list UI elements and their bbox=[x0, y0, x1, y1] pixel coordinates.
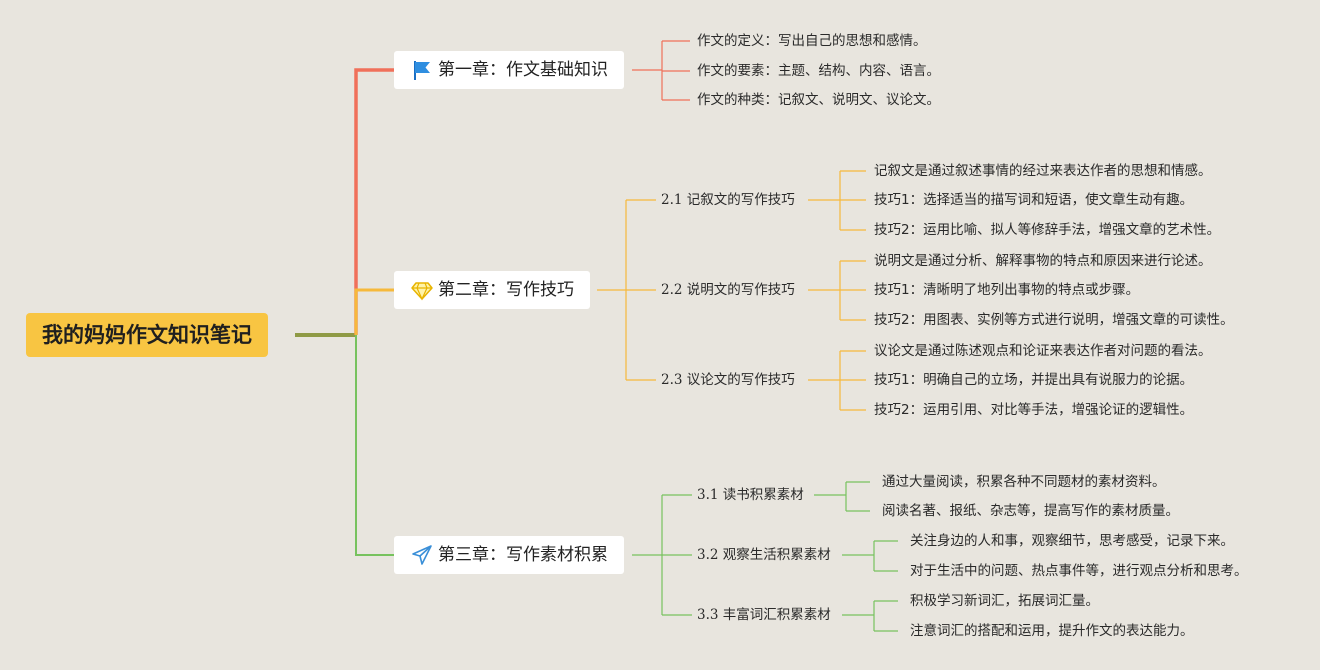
chapter1-leaf-connectors bbox=[632, 40, 690, 101]
sub-2-2-leaf-2[interactable]: 技巧1：清晰明了地列出事物的特点或步骤。 bbox=[874, 282, 1140, 298]
chapter-1-leaf-2[interactable]: 作文的要素：主题、结构、内容、语言。 bbox=[697, 63, 940, 79]
sub-2-1-topic[interactable]: 2.1 记叙文的写作技巧 bbox=[661, 192, 795, 208]
sub-3-1-leaf-2[interactable]: 阅读名著、报纸、杂志等，提高写作的素材质量。 bbox=[882, 503, 1179, 519]
chapter-1-leaf-1[interactable]: 作文的定义：写出自己的思想和感情。 bbox=[697, 33, 927, 49]
sub-2-1-leaf-2[interactable]: 技巧1：选择适当的描写词和短语，使文章生动有趣。 bbox=[874, 192, 1194, 208]
chapter-2-topic[interactable]: 第二章：写作技巧 bbox=[394, 271, 590, 309]
sub-3-3-topic[interactable]: 3.3 丰富词汇积累素材 bbox=[697, 607, 831, 623]
diamond-icon bbox=[411, 279, 433, 301]
chapter-1-leaf-3[interactable]: 作文的种类：记叙文、说明文、议论文。 bbox=[697, 92, 940, 108]
chapter1-connector bbox=[354, 68, 394, 335]
chapter-1-title: 第一章：作文基础知识 bbox=[438, 60, 608, 80]
sub-2-3-leaf-3[interactable]: 技巧2：运用引用、对比等手法，增强论证的逻辑性。 bbox=[874, 402, 1194, 418]
sub-2-2-topic[interactable]: 2.2 说明文的写作技巧 bbox=[661, 282, 795, 298]
chapter2-leaf-connectors bbox=[808, 170, 866, 411]
sub-3-2-leaf-2[interactable]: 对于生活中的问题、热点事件等，进行观点分析和思考。 bbox=[910, 563, 1248, 579]
sub-3-3-leaf-1[interactable]: 积极学习新词汇，拓展词汇量。 bbox=[910, 593, 1099, 609]
chapter2-connector bbox=[354, 288, 394, 335]
sub-2-3-topic[interactable]: 2.3 议论文的写作技巧 bbox=[661, 372, 795, 388]
sub-2-3-leaf-2[interactable]: 技巧1：明确自己的立场，并提出具有说服力的论据。 bbox=[874, 372, 1194, 388]
chapter-1-topic[interactable]: 第一章：作文基础知识 bbox=[394, 51, 624, 89]
chapter3-sub-connectors bbox=[632, 494, 692, 616]
sub-3-2-topic[interactable]: 3.2 观察生活积累素材 bbox=[697, 547, 831, 563]
chapter-3-title: 第三章：写作素材积累 bbox=[438, 545, 608, 565]
sub-2-3-leaf-1[interactable]: 议论文是通过陈述观点和论证来表达作者对问题的看法。 bbox=[874, 343, 1212, 359]
chapter2-sub-connectors bbox=[597, 199, 656, 381]
chapter3-connector bbox=[355, 335, 394, 556]
chapter-2-title: 第二章：写作技巧 bbox=[438, 280, 574, 300]
sub-2-1-leaf-1[interactable]: 记叙文是通过叙述事情的经过来表达作者的思想和情感。 bbox=[874, 163, 1212, 179]
sub-2-2-leaf-1[interactable]: 说明文是通过分析、解释事物的特点和原因来进行论述。 bbox=[874, 253, 1212, 269]
sub-3-1-leaf-1[interactable]: 通过大量阅读，积累各种不同题材的素材资料。 bbox=[882, 474, 1166, 490]
sub-2-1-leaf-3[interactable]: 技巧2：运用比喻、拟人等修辞手法，增强文章的艺术性。 bbox=[874, 222, 1221, 238]
sub-3-1-topic[interactable]: 3.1 读书积累素材 bbox=[697, 487, 804, 503]
sub-3-2-leaf-1[interactable]: 关注身边的人和事，观察细节，思考感受，记录下来。 bbox=[910, 533, 1234, 549]
sub-2-2-leaf-3[interactable]: 技巧2：用图表、实例等方式进行说明，增强文章的可读性。 bbox=[874, 312, 1234, 328]
sub-3-3-leaf-2[interactable]: 注意词汇的搭配和运用，提升作文的表达能力。 bbox=[910, 623, 1194, 639]
chapter-3-topic[interactable]: 第三章：写作素材积累 bbox=[394, 536, 624, 574]
chapter3-leaf-connectors bbox=[814, 481, 898, 632]
flag-icon bbox=[411, 59, 433, 81]
root-topic[interactable]: 我的妈妈作文知识笔记 bbox=[26, 313, 268, 357]
paper-plane-icon bbox=[411, 544, 433, 566]
